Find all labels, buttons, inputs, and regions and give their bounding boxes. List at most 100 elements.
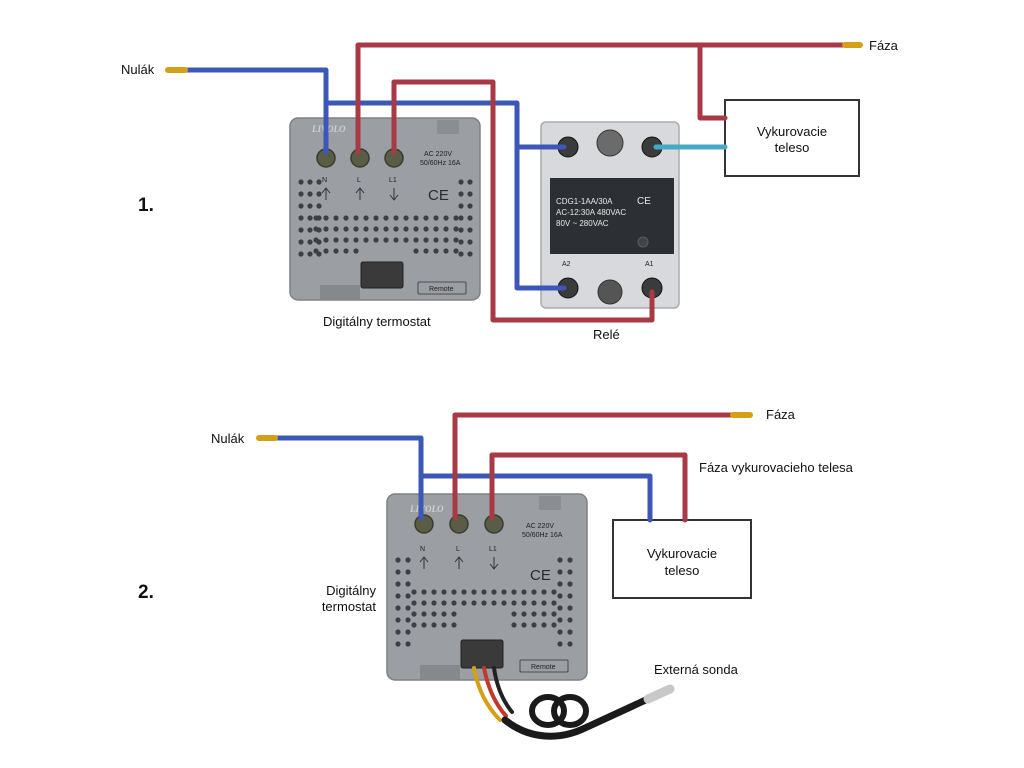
vent-hole	[551, 589, 557, 595]
vent-hole	[458, 227, 464, 233]
terminal-l-label: L	[357, 177, 361, 184]
phase-wire-heater	[697, 42, 728, 121]
vent-hole	[307, 227, 313, 233]
relay-ce-mark: CE	[637, 196, 651, 207]
vent-hole	[395, 605, 401, 611]
vent-hole	[307, 215, 313, 221]
relay: CDG1-1AA/30A AC-12:30A 480VAC 80V ~ 280V…	[540, 121, 680, 309]
terminal-n	[414, 514, 434, 534]
vent-hole	[521, 611, 527, 617]
terminal-l1-label: L1	[389, 177, 397, 184]
vent-hole	[363, 215, 369, 221]
probe-coil-2	[551, 694, 589, 728]
thermostat-2: LIVOLO N L L1 AC 220V 50/60Hz 16A CE Rem…	[386, 493, 588, 681]
vent-hole	[413, 215, 419, 221]
vent-hole	[333, 237, 339, 243]
vent-hole	[433, 215, 439, 221]
vent-hole	[458, 251, 464, 257]
vent-hole	[557, 605, 563, 611]
vent-hole	[491, 589, 497, 595]
thermostat-1-spec-1: AC 220V	[424, 151, 452, 158]
vent-hole	[557, 581, 563, 587]
vent-hole	[451, 622, 457, 628]
vent-hole	[431, 600, 437, 606]
vent-hole	[531, 611, 537, 617]
vent-hole	[403, 215, 409, 221]
diagram-1-relay-label: Relé	[593, 327, 620, 342]
diagram-2-heater-phase-label: Fáza vykurovacieho telesa	[699, 460, 854, 475]
vent-hole	[441, 622, 447, 628]
vent-hole	[298, 251, 304, 257]
vent-hole	[521, 622, 527, 628]
vent-hole	[393, 226, 399, 232]
arrow-in-icon	[321, 187, 331, 200]
vent-hole	[453, 215, 459, 221]
diagram-2: LIVOLO N L L1 AC 220V 50/60Hz 16A CE Rem…	[138, 407, 854, 740]
probe-cable	[501, 694, 654, 740]
vent-hole	[395, 581, 401, 587]
vent-hole	[423, 215, 429, 221]
vent-hole	[511, 589, 517, 595]
thermostat-2-slider	[519, 659, 569, 673]
relay-mount-hole	[597, 279, 623, 305]
vent-hole	[433, 248, 439, 254]
thermostat-1-terminals: N L L1	[316, 148, 404, 201]
arrow-out-icon	[389, 188, 399, 201]
thermostat-1-spec-2: 50/60Hz 16A	[420, 160, 461, 167]
vent-hole	[467, 251, 473, 257]
probe-wire-black	[492, 666, 514, 714]
vent-hole	[411, 600, 417, 606]
vent-hole	[458, 203, 464, 209]
vent-hole	[395, 557, 401, 563]
vent-hole	[343, 226, 349, 232]
diagram-1-neutral-label: Nulák	[121, 62, 155, 77]
relay-led	[637, 236, 649, 248]
relay-spec-3: 80V ~ 280VAC	[556, 219, 609, 228]
heater-1: Vykurovacie teleso	[724, 99, 860, 177]
vent-hole	[323, 215, 329, 221]
phase-wire-2	[452, 412, 736, 521]
vent-hole	[441, 589, 447, 595]
probe-coil-1	[529, 694, 567, 728]
vent-hole	[551, 622, 557, 628]
vent-hole	[431, 611, 437, 617]
vent-hole	[405, 629, 411, 635]
probe-wire-red	[482, 666, 508, 718]
relay-spec-1: CDG1-1AA/30A	[556, 197, 613, 206]
vent-hole	[307, 239, 313, 245]
vent-hole	[433, 226, 439, 232]
probe-tip	[643, 684, 675, 704]
diagram-1: LIVOLO N L L1 AC 220V 50/60Hz 16A CE	[121, 38, 899, 342]
vent-hole	[567, 581, 573, 587]
vent-hole	[567, 629, 573, 635]
vent-hole	[298, 227, 304, 233]
vent-hole	[531, 600, 537, 606]
vent-hole	[313, 226, 319, 232]
vent-hole	[395, 641, 401, 647]
vent-hole	[307, 179, 313, 185]
vent-hole	[395, 629, 401, 635]
thermostat-1-slider-label: Remote	[429, 286, 454, 293]
relay-input-minus: A2	[562, 261, 571, 268]
vent-hole	[343, 248, 349, 254]
vent-hole	[453, 226, 459, 232]
vent-hole	[451, 589, 457, 595]
vent-hole	[298, 239, 304, 245]
vent-hole	[501, 600, 507, 606]
thermostat-1-tab	[437, 120, 459, 134]
vent-hole	[353, 248, 359, 254]
vent-hole	[353, 237, 359, 243]
vent-hole	[531, 622, 537, 628]
relay-spec-2: AC-12:30A 480VAC	[556, 208, 626, 217]
vent-hole	[557, 629, 563, 635]
vent-hole	[411, 589, 417, 595]
vent-hole	[405, 641, 411, 647]
heater-2-label-line2: teleso	[665, 563, 700, 578]
vent-hole	[405, 569, 411, 575]
vent-hole	[458, 239, 464, 245]
vent-hole	[383, 237, 389, 243]
thermostat-2-spec-1: AC 220V	[526, 523, 554, 530]
diagram-2-thermostat-label-line1: Digitálny	[326, 583, 376, 598]
vent-hole	[373, 215, 379, 221]
